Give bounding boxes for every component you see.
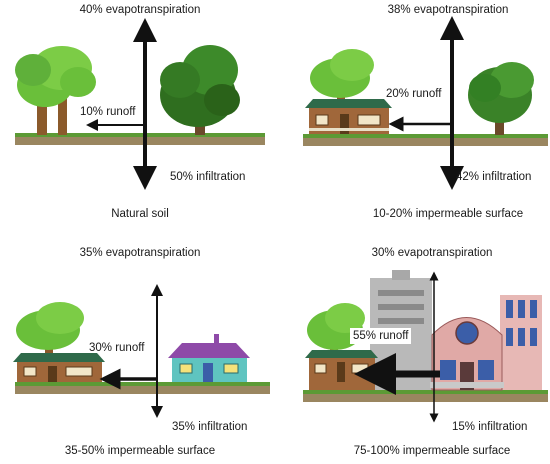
tree-icon	[310, 49, 374, 102]
civic-building-icon	[430, 317, 504, 391]
runoff-label: 55% runoff	[350, 328, 412, 344]
panel-caption: 35-50% impermeable surface	[64, 445, 216, 457]
runoff-label: 20% runoff	[386, 88, 442, 100]
ground-strip	[303, 393, 548, 402]
house-icon	[13, 353, 105, 382]
house-icon	[305, 350, 378, 390]
grass-strip	[15, 382, 270, 386]
ground-strip	[303, 137, 548, 146]
evapotranspiration-label: 38% evapotranspiration	[387, 4, 509, 16]
ground-strip	[15, 385, 270, 394]
house-icon	[305, 99, 392, 134]
panel-high-impermeable-scene	[303, 270, 548, 423]
infiltration-label: 50% infiltration	[170, 171, 246, 183]
infiltration-label: 15% infiltration	[452, 421, 528, 433]
runoff-label: 30% runoff	[89, 342, 145, 354]
grass-strip	[303, 390, 548, 394]
panel-caption: 75-100% impermeable surface	[353, 445, 511, 457]
panel-caption: Natural soil	[111, 208, 169, 220]
infiltration-label: 35% infiltration	[172, 421, 248, 433]
grass-strip	[15, 133, 265, 137]
runoff-label: 10% runoff	[80, 106, 136, 118]
evapotranspiration-label: 30% evapotranspiration	[371, 247, 493, 259]
tower-building-icon	[500, 295, 542, 390]
ground-strip	[15, 136, 265, 145]
tree-icon	[15, 46, 96, 135]
tree-icon	[16, 302, 84, 358]
grass-strip	[303, 134, 548, 138]
panel-caption: 10-20% impermeable surface	[372, 208, 524, 220]
panel-natural-soil-scene	[15, 18, 265, 190]
panel-low-impermeable-scene	[303, 16, 548, 190]
tree-icon	[468, 62, 534, 135]
tree-icon	[307, 303, 365, 357]
house-icon	[168, 334, 250, 382]
evapotranspiration-label: 40% evapotranspiration	[79, 4, 201, 16]
tree-icon	[160, 45, 240, 135]
infiltration-label: 42% infiltration	[456, 171, 532, 183]
evapotranspiration-label: 35% evapotranspiration	[79, 247, 201, 259]
panel-medium-impermeable-scene	[13, 284, 270, 418]
